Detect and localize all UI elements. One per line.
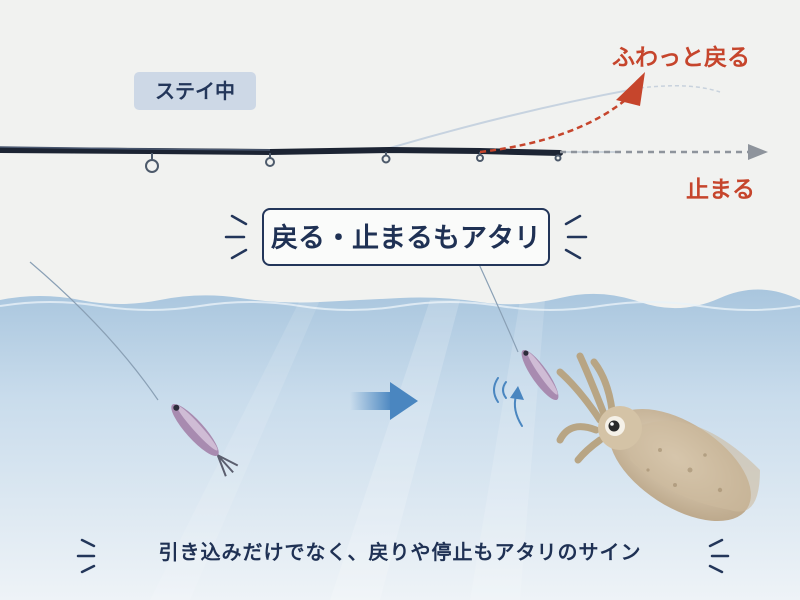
callout-box: 戻る・止まるもアタリ [262,208,550,266]
callout-dashes [224,214,588,260]
stay-label: ステイ中 [134,72,256,110]
rise-arrow-head [616,72,645,106]
rise-arrow [479,95,631,154]
stop-label: 止まる [686,177,755,203]
motion-arrow-head [510,386,524,400]
stop-arrow-head [748,144,768,160]
transition-arrow [350,382,418,420]
squid [556,352,760,522]
rod-guides [145,152,562,173]
caption: 引き込みだけでなく、戻りや停止もアタリのサイン [158,540,642,564]
right-lure [477,261,559,400]
fishing-rod [0,85,721,173]
rise-label: ふわっと戻る [612,45,750,71]
caption-dashes [76,538,730,574]
left-lure [29,261,239,477]
